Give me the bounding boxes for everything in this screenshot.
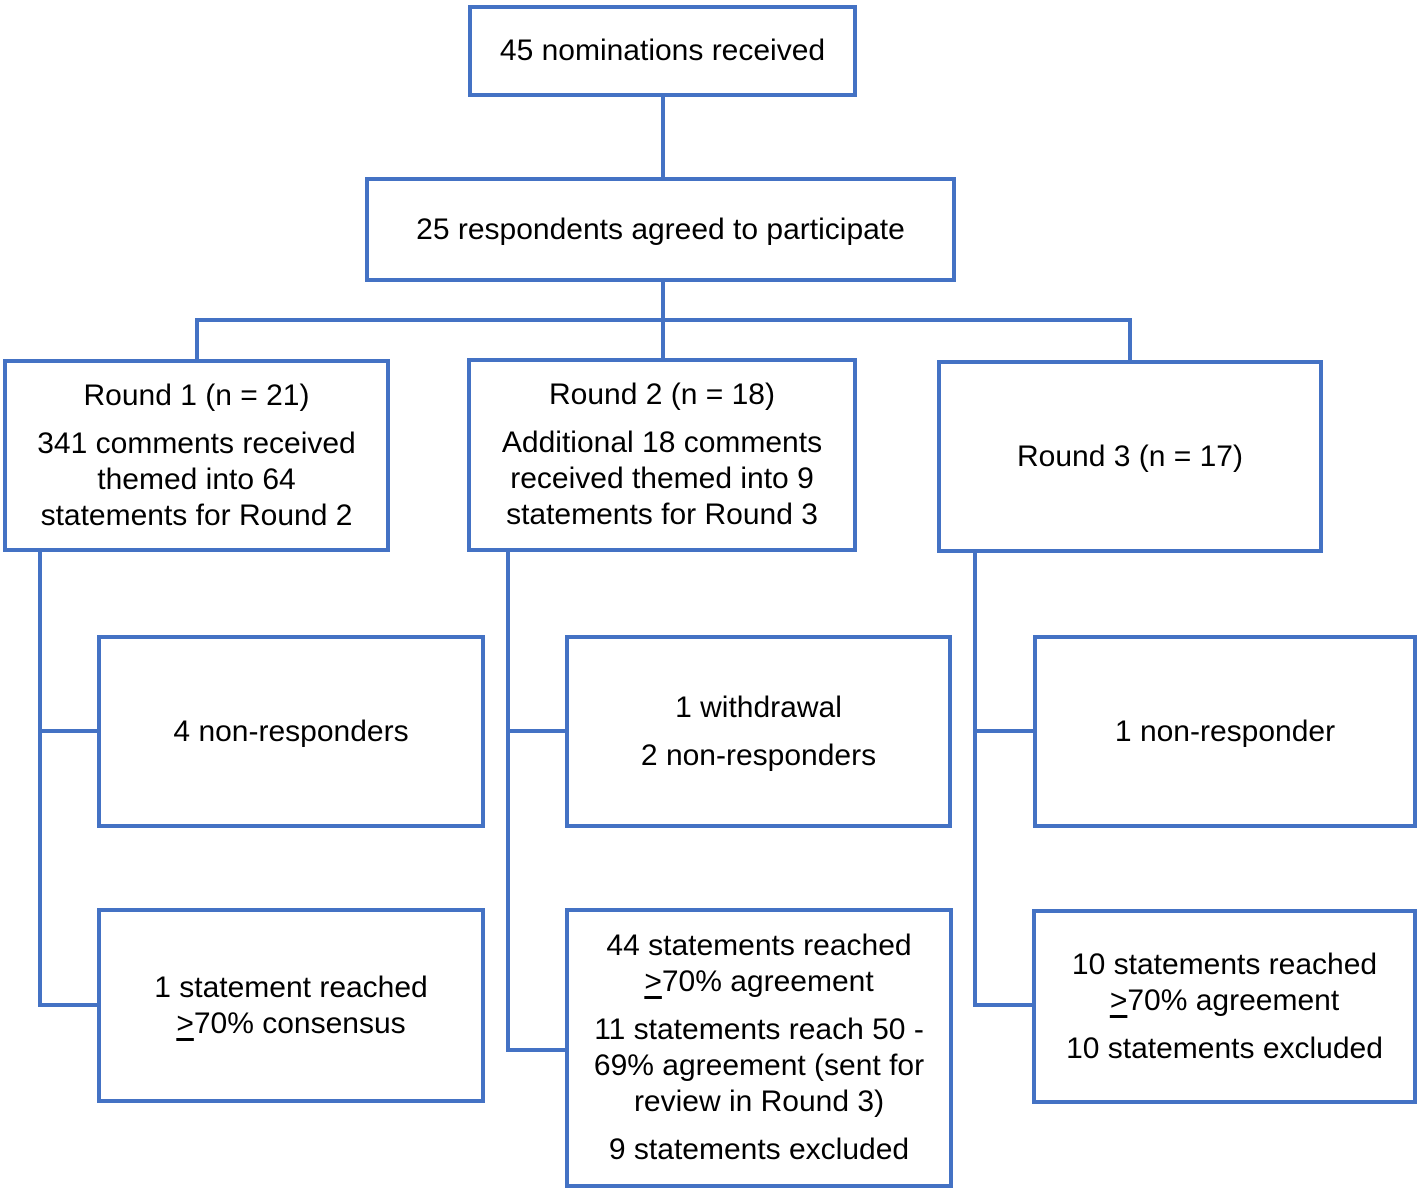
geq-symbol: >: [1109, 983, 1128, 1017]
round1-body-line: statements for Round 2: [40, 498, 353, 532]
round3-outcome-threshold: >70% agreement: [1072, 983, 1377, 1019]
node-nominations: 45 nominations received: [468, 5, 857, 97]
round2-body-line: Additional 18 comments: [501, 426, 823, 459]
round2-outcome-review-line: 69% agreement (sent for: [593, 1049, 925, 1082]
round2-outcome-review-line: 11 statements reach 50 -: [594, 1013, 924, 1046]
round2-body: Additional 18 comments received themed i…: [494, 425, 830, 533]
connector-round1-to-attrition: [38, 729, 97, 733]
connector-round2-to-attrition: [506, 729, 565, 733]
round2-outcome-reached-paragraph: 44 statements reached >70% agreement: [598, 928, 919, 1000]
node-round2-attrition: 1 withdrawal 2 non-responders: [565, 635, 952, 828]
round2-outcome-excluded: 9 statements excluded: [608, 1133, 910, 1166]
round1-title: Round 1 (n = 21): [83, 378, 310, 412]
round1-outcome-text: 1 statement reached >70% consensus: [146, 970, 436, 1042]
round2-title: Round 2 (n = 18): [549, 378, 775, 411]
round3-outcome-excluded: 10 statements excluded: [1066, 1031, 1383, 1065]
connector-round1-to-outcome: [38, 1003, 97, 1007]
node-round1: Round 1 (n = 21) 341 comments received t…: [3, 359, 390, 552]
nominations-text: 45 nominations received: [499, 34, 826, 67]
respondents-text: 25 respondents agreed to participate: [416, 212, 905, 246]
connector-round3-spine: [973, 553, 977, 1007]
round2-outcome-review-paragraph: 11 statements reach 50 - 69% agreement (…: [586, 1012, 932, 1120]
round1-body-line: themed into 64: [97, 462, 296, 496]
round2-outcome-threshold: >70% agreement: [606, 964, 911, 1000]
connector-round2-spine: [506, 552, 510, 1052]
round2-body-line: received themed into 9: [510, 462, 814, 495]
round2-outcome-reached: 44 statements reached: [606, 929, 912, 962]
round3-title: Round 3 (n = 17): [1017, 439, 1243, 473]
connector-round3-to-outcome: [973, 1003, 1032, 1007]
round2-outcome-threshold-text: 70% agreement: [661, 965, 874, 998]
round3-outcome-reached-paragraph: 10 statements reached >70% agreement: [1064, 947, 1385, 1019]
round1-outcome-threshold-text: 70% consensus: [193, 1006, 406, 1040]
connector-round1-spine: [38, 552, 42, 1007]
round3-attrition-text: 1 non-responder: [1114, 714, 1336, 748]
node-round3-outcome: 10 statements reached >70% agreement 10 …: [1032, 909, 1417, 1104]
node-round3: Round 3 (n = 17): [937, 360, 1323, 553]
round2-attrition-withdrawal: 1 withdrawal: [675, 690, 842, 724]
round3-outcome-reached: 10 statements reached: [1071, 947, 1378, 981]
node-round3-attrition: 1 non-responder: [1033, 635, 1417, 828]
round1-outcome-reached: 1 statement reached: [154, 970, 428, 1004]
connector-round3-to-attrition: [973, 729, 1033, 733]
node-round1-attrition: 4 non-responders: [97, 635, 485, 828]
round1-body: 341 comments received themed into 64 sta…: [29, 426, 364, 534]
geq-symbol: >: [644, 965, 662, 998]
round1-outcome-threshold: >70% consensus: [154, 1006, 428, 1042]
connector-round2-to-outcome: [506, 1048, 565, 1052]
geq-symbol: >: [176, 1006, 194, 1040]
round2-outcome-review-line: review in Round 3): [633, 1085, 885, 1118]
connector-branch-to-round1: [195, 318, 199, 361]
connector-nominations-to-respondents: [661, 97, 665, 177]
round1-attrition-text: 4 non-responders: [173, 714, 409, 748]
round2-attrition-nonresponders: 2 non-responders: [640, 738, 877, 772]
node-round2: Round 2 (n = 18) Additional 18 comments …: [467, 358, 857, 552]
node-round1-outcome: 1 statement reached >70% consensus: [97, 908, 485, 1103]
connector-branch-horizontal: [195, 318, 1132, 322]
round3-outcome-threshold-text: 70% agreement: [1127, 983, 1340, 1017]
round1-body-line: 341 comments received: [37, 426, 356, 460]
connector-branch-to-round3: [1128, 318, 1132, 362]
node-round2-outcome: 44 statements reached >70% agreement 11 …: [565, 908, 953, 1188]
node-respondents: 25 respondents agreed to participate: [365, 177, 956, 282]
round2-body-line: statements for Round 3: [506, 498, 818, 531]
